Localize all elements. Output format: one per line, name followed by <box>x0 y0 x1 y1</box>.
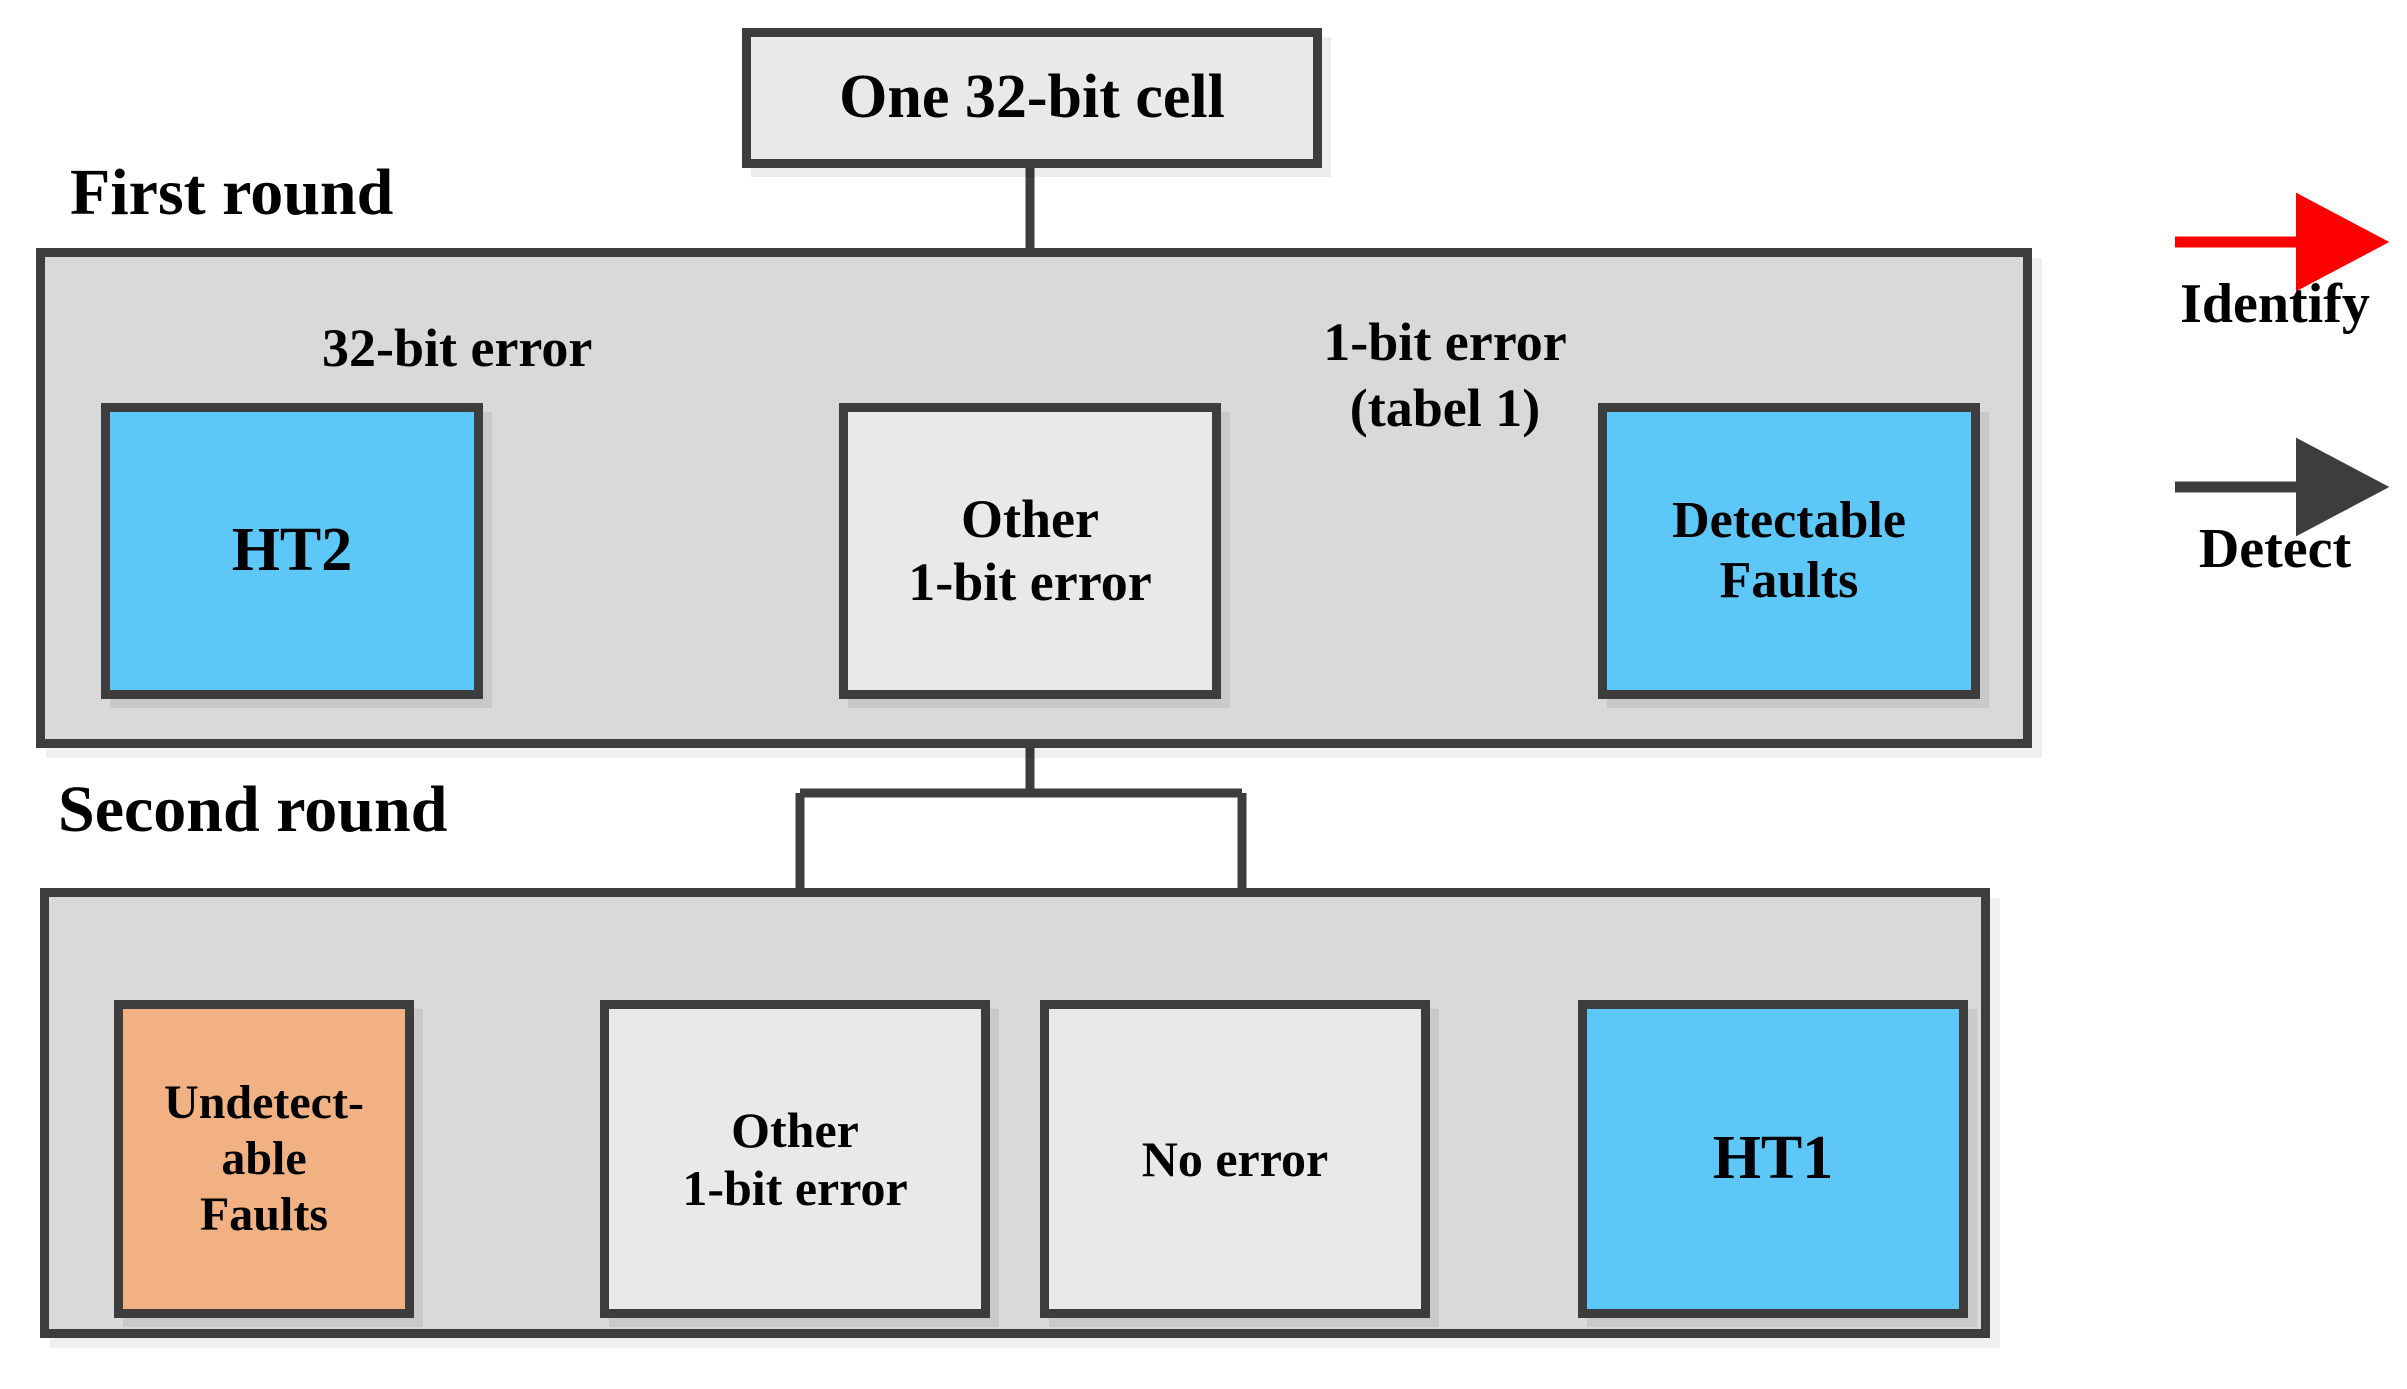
edge-label-32bit-error: 32-bit error <box>322 318 593 378</box>
node-ht1[interactable]: HT1 <box>1578 1000 1968 1318</box>
node-label: Detectable Faults <box>1672 491 1906 609</box>
first-round-title: First round <box>70 156 394 229</box>
node-label: One 32-bit cell <box>839 63 1225 132</box>
node-label: HT2 <box>231 516 353 585</box>
edge-label-1bit-error-tabel1: 1-bit error (tabel 1) <box>1323 312 1567 438</box>
node-label: No error <box>1141 1131 1329 1187</box>
node-other-1bit-error-first[interactable]: Other 1-bit error <box>839 403 1221 699</box>
node-other-1bit-error-second[interactable]: Other 1-bit error <box>600 1000 990 1318</box>
node-label: Undetect- able Faults <box>164 1076 364 1241</box>
node-label: Other 1-bit error <box>908 489 1152 612</box>
node-one-32bit-cell[interactable]: One 32-bit cell <box>742 28 1322 168</box>
legend-label-identify: Identify <box>2180 273 2370 335</box>
node-label: Other 1-bit error <box>682 1102 908 1216</box>
node-undetectable-faults[interactable]: Undetect- able Faults <box>114 1000 414 1318</box>
node-ht2[interactable]: HT2 <box>101 403 483 699</box>
legend-item-identify: Identify <box>2150 210 2400 370</box>
node-detectable-faults[interactable]: Detectable Faults <box>1598 403 1980 699</box>
legend-label-detect: Detect <box>2198 518 2352 580</box>
node-no-error[interactable]: No error <box>1040 1000 1430 1318</box>
node-label: HT1 <box>1712 1124 1834 1193</box>
legend-item-detect: Detect <box>2150 455 2400 615</box>
second-round-title: Second round <box>58 773 448 846</box>
